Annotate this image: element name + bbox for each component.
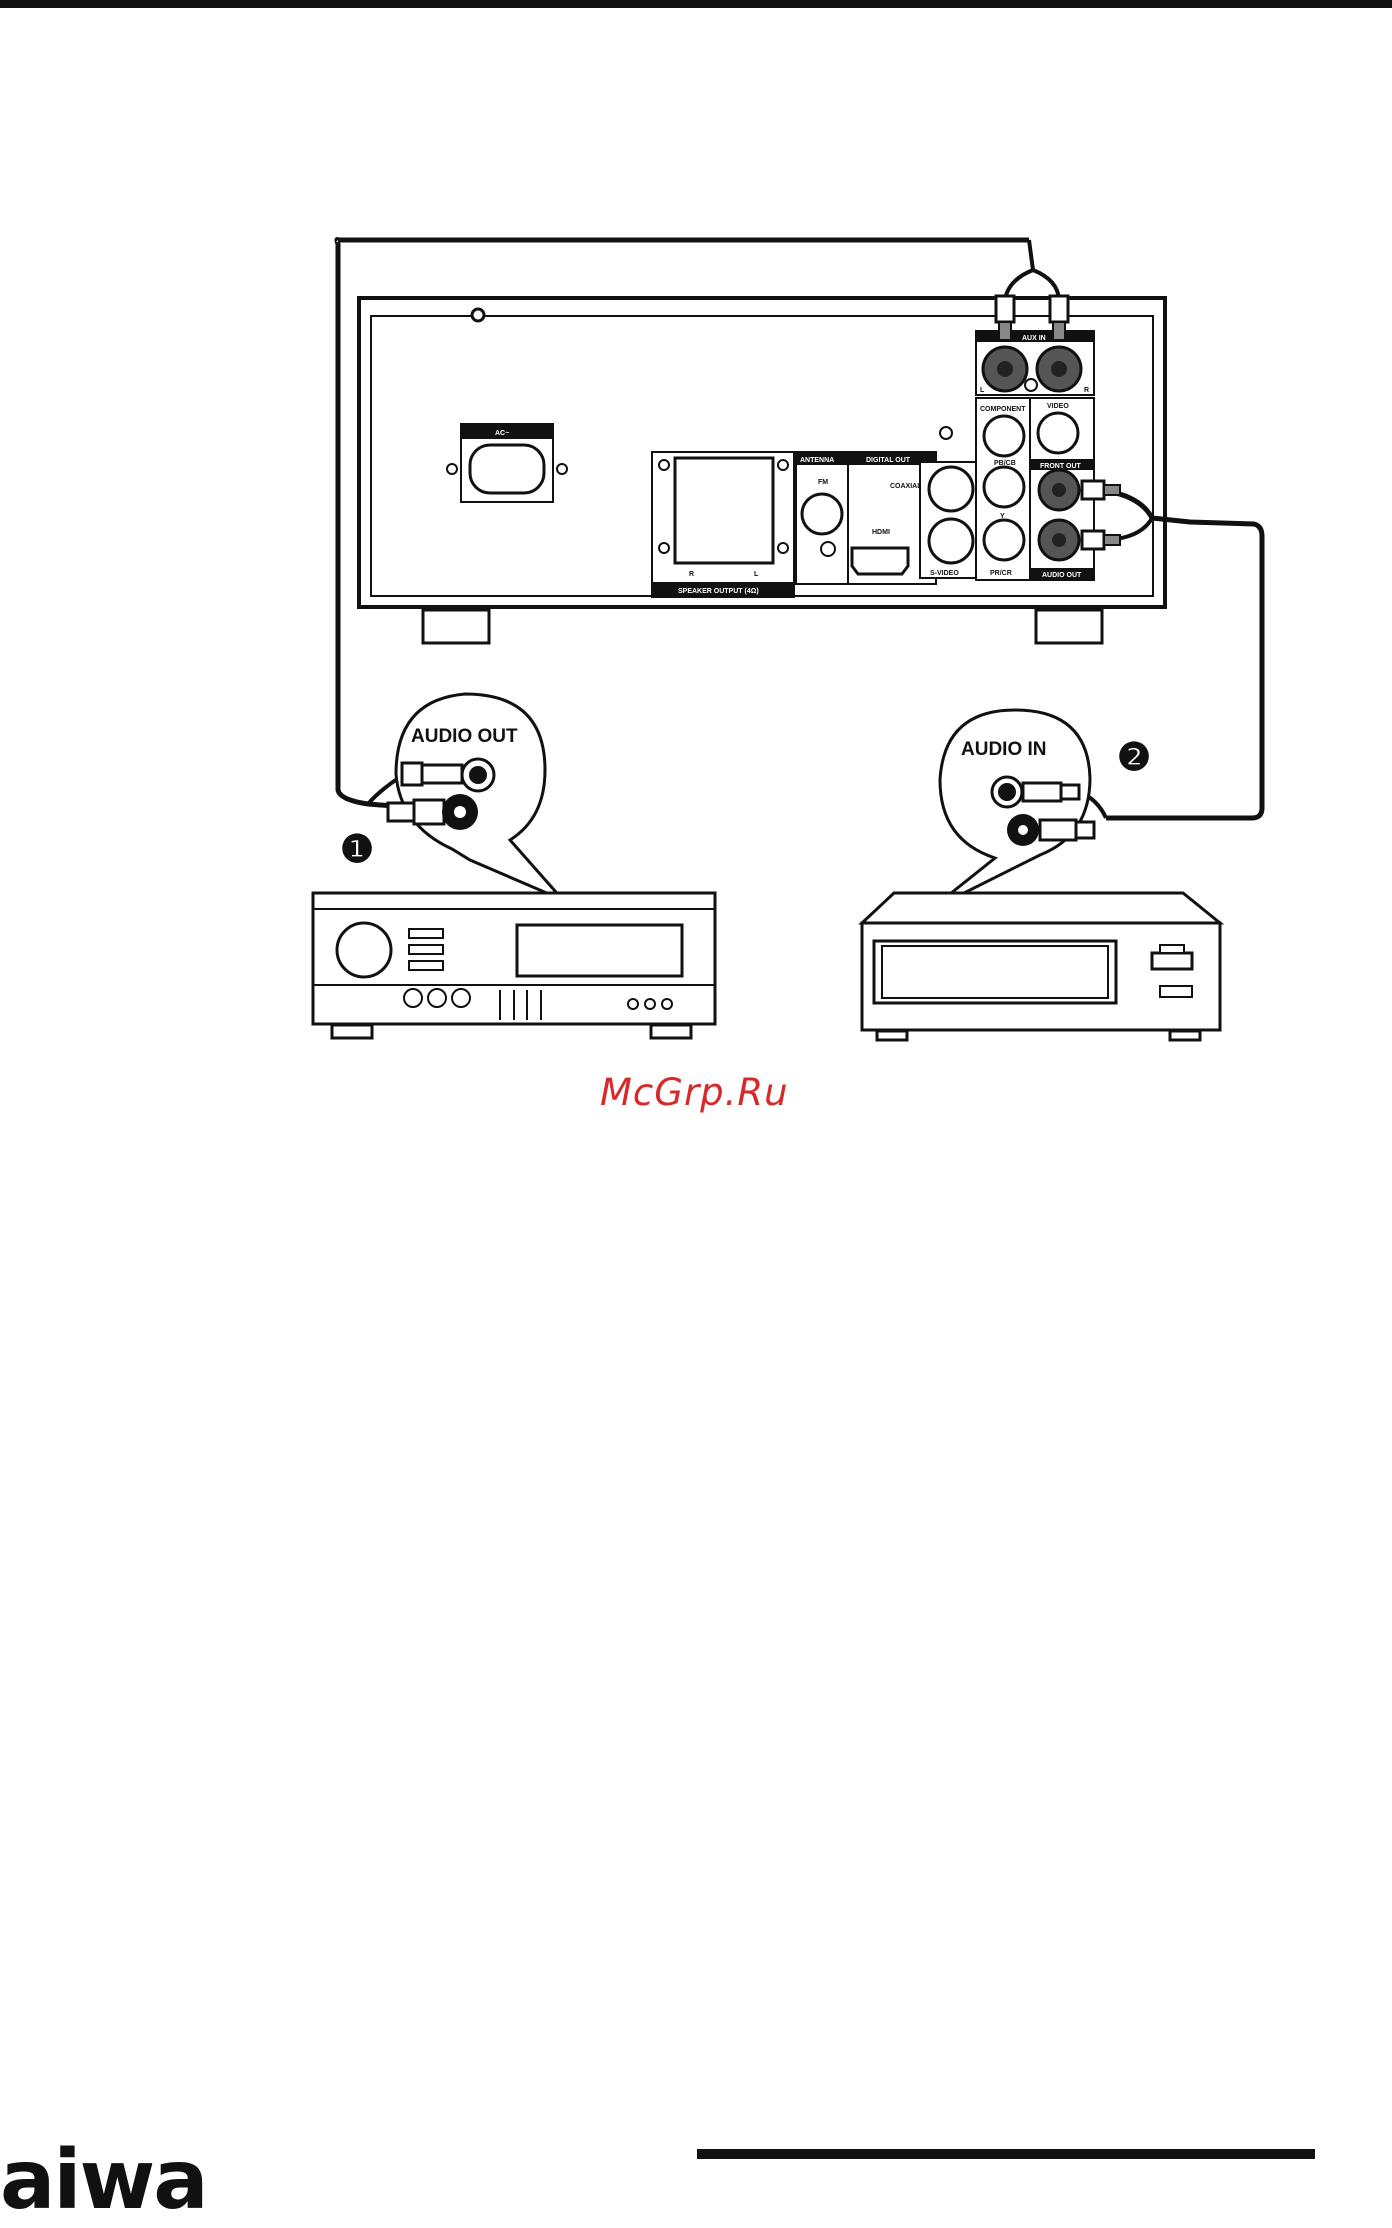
- brand-logo: aiwa: [0, 2140, 207, 2222]
- aux-in-jacks: AUX IN L R: [976, 331, 1094, 395]
- audio-out-label: AUDIO OUT: [411, 726, 518, 747]
- source-device: AUDIO OUT ❶: [313, 694, 715, 1038]
- video-label: VIDEO: [1047, 403, 1069, 410]
- hdmi-label: HDMI: [872, 529, 890, 536]
- watermark-text: McGrp.Ru: [600, 1071, 789, 1114]
- aux-l-label: L: [980, 387, 985, 394]
- component-label: COMPONENT: [980, 406, 1026, 413]
- aux-r-label: R: [1084, 387, 1089, 394]
- antenna-terminal: ANTENNA FM: [796, 452, 848, 584]
- audio-out-jacks: FRONT OUT AUDIO OUT: [1030, 460, 1094, 580]
- s-video-label: S-VIDEO: [930, 570, 959, 577]
- pr-label: PR/CR: [990, 570, 1012, 577]
- target-device: AUDIO IN ❷: [862, 710, 1220, 1040]
- ac-label: AC~: [495, 430, 509, 437]
- bottom-rule: [697, 2149, 1315, 2159]
- aux-in-label: AUX IN: [1022, 335, 1046, 342]
- step-one-badge: ❶: [340, 829, 374, 871]
- antenna-label: ANTENNA: [800, 457, 834, 464]
- audio-out-panel-label: AUDIO OUT: [1042, 572, 1082, 579]
- speaker-terminal: SPEAKER OUTPUT (4Ω) R L: [652, 452, 794, 597]
- digital-out-label: DIGITAL OUT: [866, 457, 911, 464]
- ac-inlet: AC~: [447, 424, 567, 502]
- audio-in-label: AUDIO IN: [961, 739, 1047, 760]
- speaker-r-label: R: [689, 571, 694, 578]
- speaker-output-label: SPEAKER OUTPUT (4Ω): [678, 588, 759, 595]
- speaker-l-label: L: [754, 571, 759, 578]
- fm-label: FM: [818, 479, 828, 486]
- coaxial-label: COAXIAL: [890, 483, 922, 490]
- main-unit-rear-panel: AC~ SPEAKER OUTPUT (4Ω) R L ANTENNA FM: [359, 298, 1165, 643]
- step-two-badge: ❷: [1117, 737, 1151, 779]
- connection-diagram: AC~ SPEAKER OUTPUT (4Ω) R L ANTENNA FM: [0, 0, 1392, 1120]
